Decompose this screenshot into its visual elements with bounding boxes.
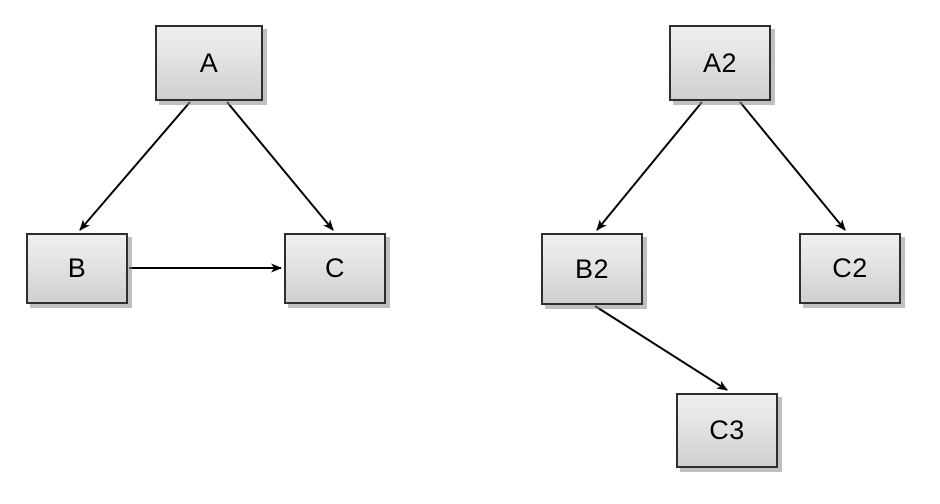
edge-a2-to-b2 bbox=[596, 101, 703, 231]
node-label: C3 bbox=[709, 415, 745, 445]
edge-a-to-b bbox=[79, 101, 191, 231]
node-label: A2 bbox=[702, 47, 738, 78]
node-label: C2 bbox=[832, 253, 868, 283]
node-c3[interactable]: C3 bbox=[676, 393, 778, 468]
node-a[interactable]: A bbox=[155, 25, 263, 101]
node-b2[interactable]: B2 bbox=[541, 233, 643, 305]
edge-b2-to-c3 bbox=[594, 305, 728, 391]
node-label: B2 bbox=[574, 253, 610, 284]
edge-a-to-c bbox=[226, 101, 334, 231]
node-label: B bbox=[67, 253, 87, 283]
edge-a2-to-c2 bbox=[739, 101, 846, 231]
node-b[interactable]: B bbox=[26, 233, 128, 304]
node-c[interactable]: C bbox=[284, 233, 386, 304]
edges-group bbox=[79, 101, 846, 391]
node-c2[interactable]: C2 bbox=[799, 233, 901, 304]
node-label: A bbox=[199, 47, 219, 78]
node-label: C bbox=[325, 253, 345, 283]
node-a2[interactable]: A2 bbox=[669, 25, 771, 101]
